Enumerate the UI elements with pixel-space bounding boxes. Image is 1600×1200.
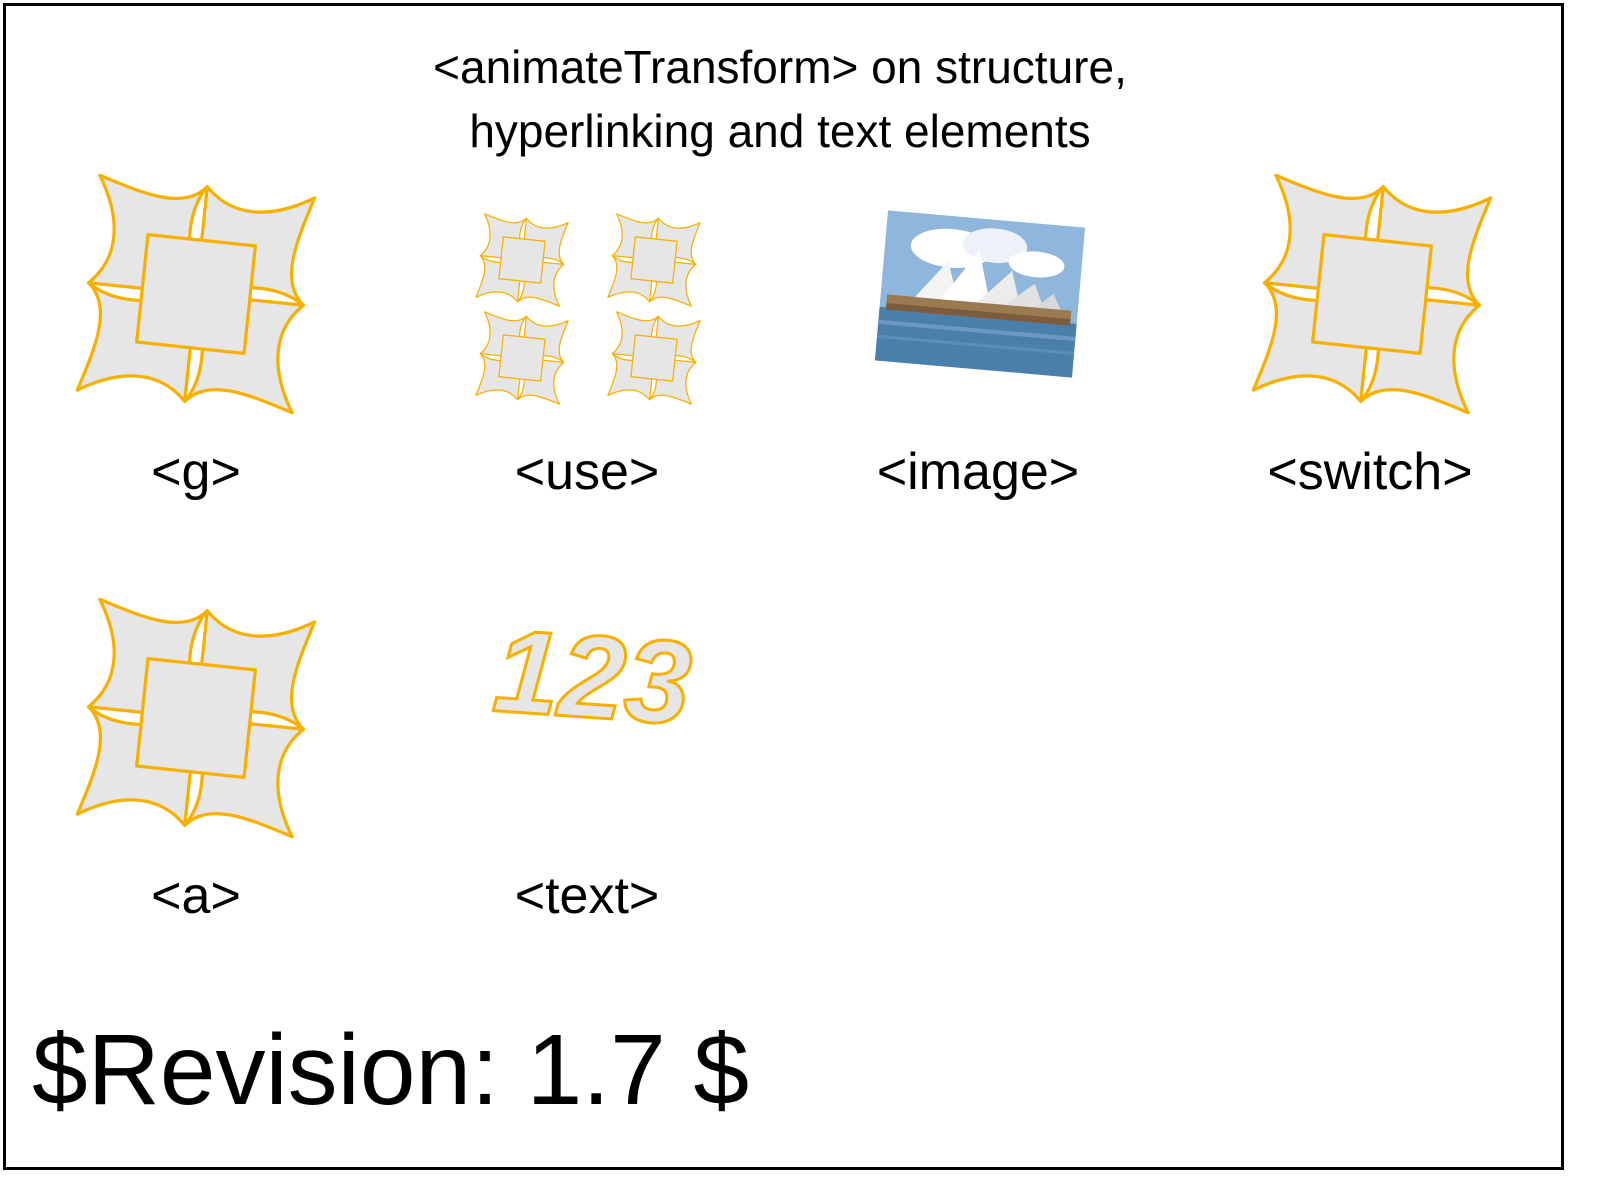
label-a: <a> <box>151 867 241 925</box>
a-flower-icon <box>75 597 317 839</box>
g-flower-icon <box>75 173 317 415</box>
label-image: <image> <box>876 443 1080 501</box>
revision-label: $Revision: 1.7 $ <box>32 1014 750 1126</box>
page-title-line-1: <animateTransform> on structure, <box>433 41 1127 93</box>
opera-house-photo <box>874 210 1086 378</box>
label-text: <text> <box>514 867 660 925</box>
page-title-line-2: hyperlinking and text elements <box>469 105 1091 157</box>
label-g: <g> <box>151 443 241 501</box>
use-flowers-icon <box>475 213 701 405</box>
text-digits-sample: 123 <box>488 603 697 751</box>
label-use: <use> <box>514 443 660 501</box>
label-switch: <switch> <box>1267 443 1473 501</box>
switch-flower-icon <box>1251 173 1493 415</box>
text-sample: 123 <box>490 605 696 750</box>
canvas-frame <box>3 3 1564 1170</box>
